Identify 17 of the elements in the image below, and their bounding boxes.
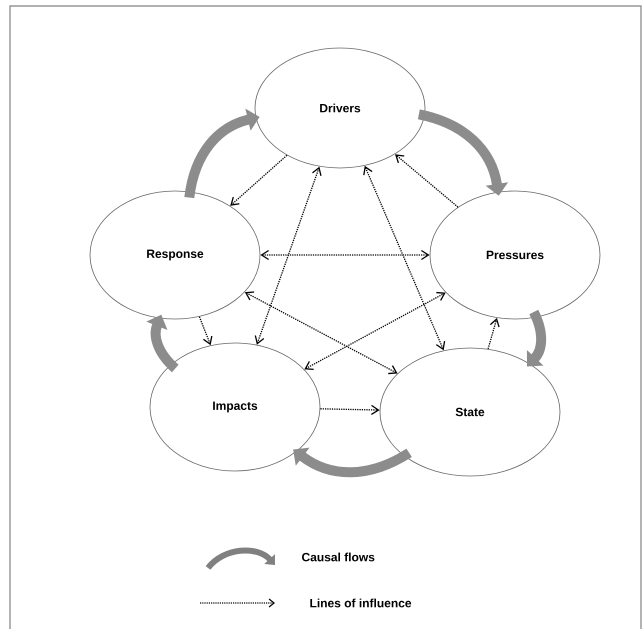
influence-arrow — [198, 316, 212, 346]
influence-arrow — [244, 291, 398, 374]
influence-arrow — [260, 250, 430, 260]
influence-arrow — [395, 154, 458, 208]
legend-text: Lines of influence — [310, 598, 412, 608]
influence-arrow — [487, 318, 500, 350]
influence-arrow — [230, 154, 288, 206]
ellipse-node: Pressures — [430, 190, 600, 320]
ellipse-node: State — [380, 348, 560, 476]
legend-text: Causal flows — [302, 552, 374, 562]
influence-arrow — [320, 404, 380, 415]
influence-arrow — [254, 166, 322, 345]
ellipse-node: Impacts — [150, 342, 320, 472]
influence-arrow — [304, 292, 446, 370]
influence-arrow — [363, 166, 446, 350]
ellipse-node: Drivers — [254, 48, 426, 168]
ellipse-node: Response — [90, 190, 260, 320]
